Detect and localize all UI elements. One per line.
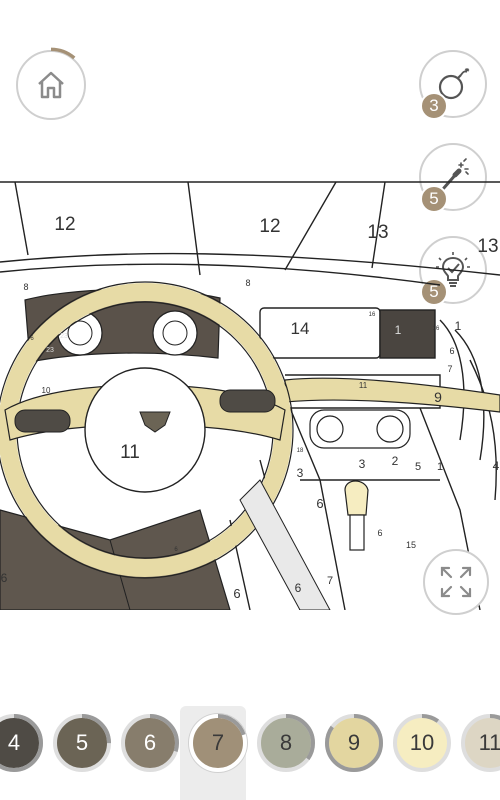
wand-count-badge: 5: [420, 185, 448, 213]
region-number: 12: [259, 216, 280, 237]
region-number: 6: [233, 586, 240, 601]
region-number: 3: [359, 457, 366, 471]
color-number: 6: [143, 730, 157, 755]
swatch-progress-ring: [393, 714, 451, 772]
region-number: 11: [359, 381, 368, 390]
home-button[interactable]: [13, 47, 89, 123]
bomb-hint-button[interactable]: 3: [419, 50, 487, 120]
magic-wand-icon: [441, 158, 469, 191]
color-swatch-5[interactable]: 5: [53, 714, 111, 772]
color-number: 10: [409, 730, 435, 755]
color-number: 7: [211, 730, 225, 755]
color-swatch-4[interactable]: 4: [0, 714, 43, 772]
region-number: 14: [291, 319, 310, 338]
region-number: 6: [30, 336, 34, 342]
region-number: 10: [42, 386, 51, 395]
color-palette: 4 5 6 7 8 9 10 11: [0, 706, 500, 800]
region-number: 5: [415, 461, 421, 473]
magic-wand-hint-button[interactable]: 5: [419, 143, 487, 213]
region-number: 8: [245, 278, 250, 288]
region-number: 23: [60, 333, 68, 340]
swatch-progress-ring: [0, 714, 43, 772]
color-number: 8: [279, 730, 293, 755]
region-number: 6: [1, 571, 8, 585]
color-number: 5: [75, 730, 89, 755]
swatch-progress-ring: [461, 714, 500, 772]
home-icon: [38, 71, 64, 99]
region-number: 18: [297, 448, 304, 454]
bomb-icon: [438, 68, 470, 100]
region-number: 6: [174, 547, 178, 553]
color-swatch-10[interactable]: 10: [393, 714, 451, 772]
region-number: 23: [46, 347, 54, 354]
region-number: 15: [406, 540, 416, 550]
lightbulb-hint-button[interactable]: 5: [419, 236, 487, 306]
fullscreen-button[interactable]: [423, 549, 489, 615]
region-number: 3: [297, 466, 304, 480]
region-number: 16: [433, 326, 440, 332]
region-number: 7: [447, 364, 452, 374]
color-swatch-6[interactable]: 6: [121, 714, 179, 772]
region-number: 2: [392, 454, 399, 468]
region-number: 13: [367, 222, 388, 243]
region-number: 6: [295, 581, 302, 595]
bomb-count-badge: 3: [420, 92, 448, 120]
region-number: 4: [493, 459, 500, 473]
region-number: 8: [23, 282, 28, 292]
region-number: 1: [437, 461, 443, 473]
swatch-progress-ring: [325, 714, 383, 772]
swatch-progress-ring: [53, 714, 111, 772]
region-number: 6: [316, 496, 323, 511]
color-number: 9: [347, 730, 361, 755]
home-progress-ring: [13, 47, 89, 123]
region-number: 6: [449, 346, 454, 356]
region-number: 6: [377, 528, 382, 538]
color-number: 4: [7, 730, 21, 755]
region-number: 7: [327, 575, 333, 587]
region-number: 1: [395, 323, 402, 337]
color-swatch-8[interactable]: 8: [257, 714, 315, 772]
swatch-progress-ring: [257, 714, 315, 772]
region-number: 13: [477, 236, 498, 257]
swatch-progress-ring: [121, 714, 179, 772]
color-swatch-7[interactable]: 7: [189, 714, 247, 772]
color-swatch-11[interactable]: 11: [461, 714, 500, 772]
color-swatch-9[interactable]: 9: [325, 714, 383, 772]
coloring-canvas[interactable]: 12 12 13 13 8 8 14 1 1 6 7 9 11 11 10 3 …: [0, 180, 500, 610]
region-number: 12: [54, 214, 75, 235]
color-number: 11: [478, 730, 500, 755]
region-number: 11: [120, 442, 140, 463]
region-number: 9: [434, 389, 442, 405]
region-number: 1: [455, 319, 462, 333]
swatch-progress-ring: [189, 714, 247, 772]
region-number: 16: [369, 312, 376, 318]
expand-icon: [440, 566, 472, 598]
